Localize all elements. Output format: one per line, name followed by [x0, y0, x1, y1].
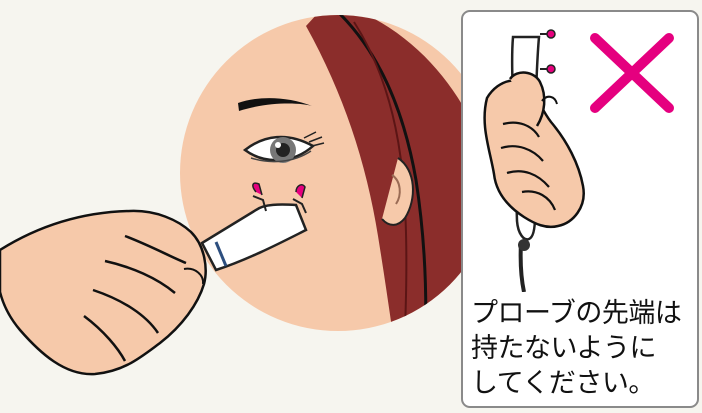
wrong-grip-illustration [463, 12, 697, 292]
x-mark-icon [595, 38, 669, 108]
hand-grip [485, 73, 584, 227]
wrong-example-panel: プローブの先端は 持たないように してください。 [461, 10, 699, 408]
caption-line-2: 持たないように [471, 331, 695, 366]
caution-caption: プローブの先端は 持たないように してください。 [471, 296, 695, 401]
caption-line-1: プローブの先端は [471, 296, 695, 331]
caption-line-3: してください。 [471, 366, 695, 401]
hand [0, 211, 206, 374]
face-closeup [180, 0, 500, 413]
